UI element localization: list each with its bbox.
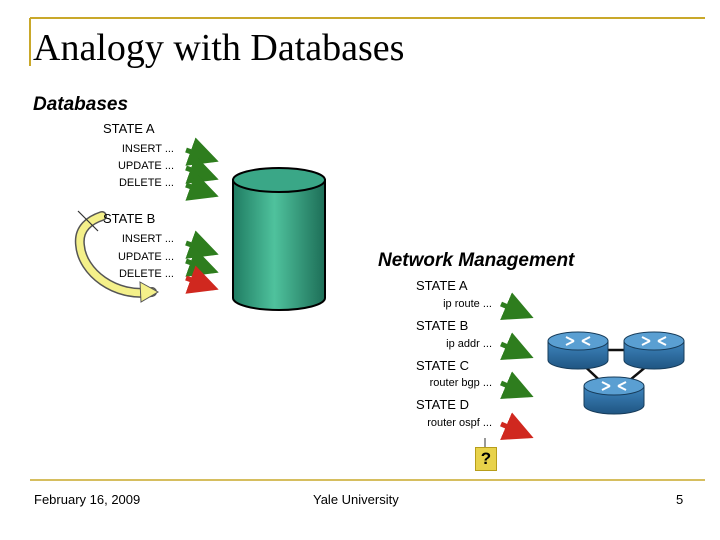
database-cylinder-icon xyxy=(232,167,326,311)
databases-heading: Databases xyxy=(33,94,129,115)
arrow-db-b-insert xyxy=(185,230,219,259)
net-state-b-label: STATE B xyxy=(416,318,469,333)
net-command-arrows xyxy=(500,292,534,440)
net-state-c-cmd: router bgp ... xyxy=(429,377,492,389)
router-right-icon xyxy=(623,331,685,370)
question-box: ? xyxy=(475,447,497,471)
arrow-net-c xyxy=(500,371,534,399)
footer-organization: Yale University xyxy=(313,492,399,507)
network-management-heading: Network Management xyxy=(378,250,575,271)
net-state-d-label: STATE D xyxy=(416,397,469,412)
revert-arrow-icon xyxy=(74,210,160,303)
router-bottom-icon xyxy=(583,376,645,415)
arrow-db-b-delete xyxy=(185,265,219,294)
page-number: 5 xyxy=(676,492,684,507)
db-state-b-label: STATE B xyxy=(103,211,156,226)
db-state-b-cmd-delete: DELETE ... xyxy=(118,268,174,280)
net-state-c-label: STATE C xyxy=(416,358,469,373)
arrow-db-b-update xyxy=(185,248,219,277)
router-left-icon xyxy=(547,331,609,370)
net-state-a-label: STATE A xyxy=(416,278,468,293)
db-state-a-cmd-insert: INSERT ... xyxy=(121,143,174,155)
arrow-db-a-update xyxy=(185,155,219,184)
db-state-a-cmd-delete: DELETE ... xyxy=(118,177,174,189)
slide-frame xyxy=(29,17,705,481)
db-state-b-cmd-update: UPDATE ... xyxy=(117,251,174,263)
router-network-icon xyxy=(547,331,685,415)
db-state-a-label: STATE A xyxy=(103,121,155,136)
arrow-db-a-delete xyxy=(185,172,219,201)
db-command-arrows xyxy=(185,137,219,294)
arrow-net-d xyxy=(500,412,534,440)
arrow-db-a-insert xyxy=(185,137,219,166)
arrow-net-a xyxy=(500,292,534,320)
net-state-d-cmd: router ospf ... xyxy=(427,417,492,429)
net-state-b-cmd: ip addr ... xyxy=(446,338,492,350)
db-state-a-cmd-update: UPDATE ... xyxy=(117,160,174,172)
arrow-net-b xyxy=(500,332,534,360)
db-state-b-cmd-insert: INSERT ... xyxy=(121,233,174,245)
footer-date: February 16, 2009 xyxy=(34,492,141,507)
net-state-a-cmd: ip route ... xyxy=(443,298,492,310)
slide-title: Analogy with Databases xyxy=(33,27,405,69)
